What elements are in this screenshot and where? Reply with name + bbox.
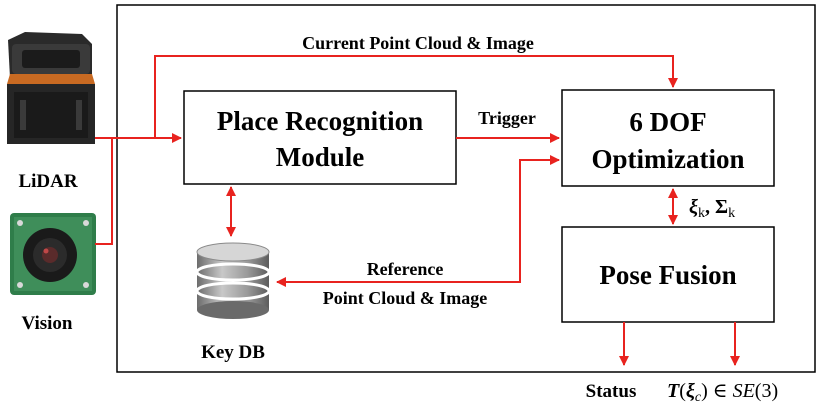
pose-fusion-title: Pose Fusion: [599, 260, 736, 290]
pose-fusion-module: [561, 226, 775, 323]
place-recognition-title: Place Recognition: [217, 106, 423, 136]
reference-label-line1: Reference: [367, 259, 444, 279]
lidar-sensor-icon: [7, 32, 95, 144]
status-output-label: Status: [586, 381, 637, 402]
trigger-label: Trigger: [478, 108, 536, 128]
key-db-label: Key DB: [201, 342, 265, 363]
system-frame: [116, 4, 816, 373]
reference-label-line2: Point Cloud & Image: [323, 288, 488, 308]
database-icon: [195, 242, 271, 319]
lidar-label: LiDAR: [18, 171, 77, 192]
optimization-subtitle: Optimization: [592, 144, 745, 174]
camera-sensor-icon: [10, 213, 96, 295]
optimization-module: [561, 89, 775, 187]
current-input-label: Current Point Cloud & Image: [302, 33, 534, 53]
vision-label: Vision: [21, 313, 72, 334]
pose-output-label: T(ξc) ∈ SE(3): [667, 380, 778, 405]
place-recognition-subtitle: Module: [276, 142, 365, 172]
current-input-arrow: [154, 55, 678, 138]
optimization-title: 6 DOF: [629, 107, 706, 137]
xi-sigma-label: ξk, Σk: [689, 196, 735, 221]
reference-arrow: [276, 155, 560, 287]
sensor-connector: [95, 137, 155, 245]
